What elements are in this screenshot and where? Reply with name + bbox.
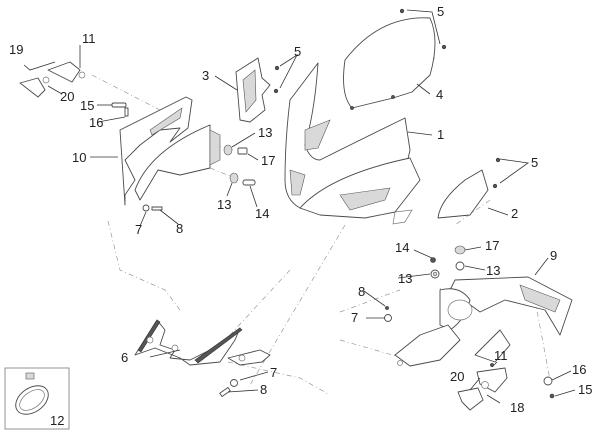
callout-8-lower[interactable]: 8 xyxy=(260,382,267,397)
callout-14-left[interactable]: 14 xyxy=(255,206,269,221)
callout-12[interactable]: 12 xyxy=(50,413,64,428)
callout-14-right[interactable]: 14 xyxy=(395,240,409,255)
part-side-panel[interactable] xyxy=(235,57,271,123)
callout-15-right[interactable]: 15 xyxy=(578,382,592,397)
callout-16-left[interactable]: 16 xyxy=(89,115,103,130)
callout-18[interactable]: 18 xyxy=(510,400,524,415)
callout-11-left[interactable]: 11 xyxy=(82,31,96,46)
callout-3[interactable]: 3 xyxy=(202,68,209,83)
callout-2[interactable]: 2 xyxy=(511,206,518,221)
callout-5-side-panel[interactable]: 5 xyxy=(294,44,301,59)
callout-16-right[interactable]: 16 xyxy=(572,362,586,377)
callout-15-left[interactable]: 15 xyxy=(80,98,94,113)
callout-13-right-a[interactable]: 13 xyxy=(398,271,412,286)
assembly-guide-lines xyxy=(91,57,551,396)
part-right-indicator[interactable] xyxy=(457,363,508,411)
callout-11-right[interactable]: 11 xyxy=(494,348,508,363)
callout-5-side-trim[interactable]: 5 xyxy=(531,155,538,170)
callout-8-right[interactable]: 8 xyxy=(358,284,365,299)
callout-4[interactable]: 4 xyxy=(436,87,443,102)
callout-17-right[interactable]: 17 xyxy=(485,238,499,253)
callout-7-lower[interactable]: 7 xyxy=(270,365,277,380)
part-cable-tie-box[interactable] xyxy=(4,367,70,430)
part-side-trim[interactable] xyxy=(437,169,489,219)
callout-13-lower[interactable]: 13 xyxy=(217,197,231,212)
callout-6[interactable]: 6 xyxy=(121,350,128,365)
part-upper-fairing[interactable] xyxy=(284,62,421,225)
callout-17-left[interactable]: 17 xyxy=(261,153,275,168)
part-inner-panel[interactable] xyxy=(119,96,221,206)
callout-8-left[interactable]: 8 xyxy=(176,221,183,236)
callout-9[interactable]: 9 xyxy=(550,248,557,263)
leader-lines xyxy=(23,9,576,404)
part-left-indicator[interactable] xyxy=(19,61,86,98)
callout-20-left[interactable]: 20 xyxy=(60,89,74,104)
callout-13-right-b[interactable]: 13 xyxy=(486,263,500,278)
callout-1[interactable]: 1 xyxy=(437,127,444,142)
callout-7-right[interactable]: 7 xyxy=(351,310,358,325)
callout-19[interactable]: 19 xyxy=(9,42,23,57)
part-lower-fairing[interactable] xyxy=(394,276,573,367)
part-windscreen[interactable] xyxy=(343,17,436,110)
callout-10[interactable]: 10 xyxy=(72,150,86,165)
callout-5-windscreen[interactable]: 5 xyxy=(437,4,444,19)
callout-20-right[interactable]: 20 xyxy=(450,369,464,384)
callout-7-left[interactable]: 7 xyxy=(135,222,142,237)
fasteners xyxy=(111,8,555,399)
callout-13-upper[interactable]: 13 xyxy=(258,125,272,140)
callout-labels: 1 2 3 4 5 5 5 6 7 7 7 8 8 8 9 10 11 11 1… xyxy=(9,4,592,428)
part-lower-bracket[interactable] xyxy=(134,319,271,366)
